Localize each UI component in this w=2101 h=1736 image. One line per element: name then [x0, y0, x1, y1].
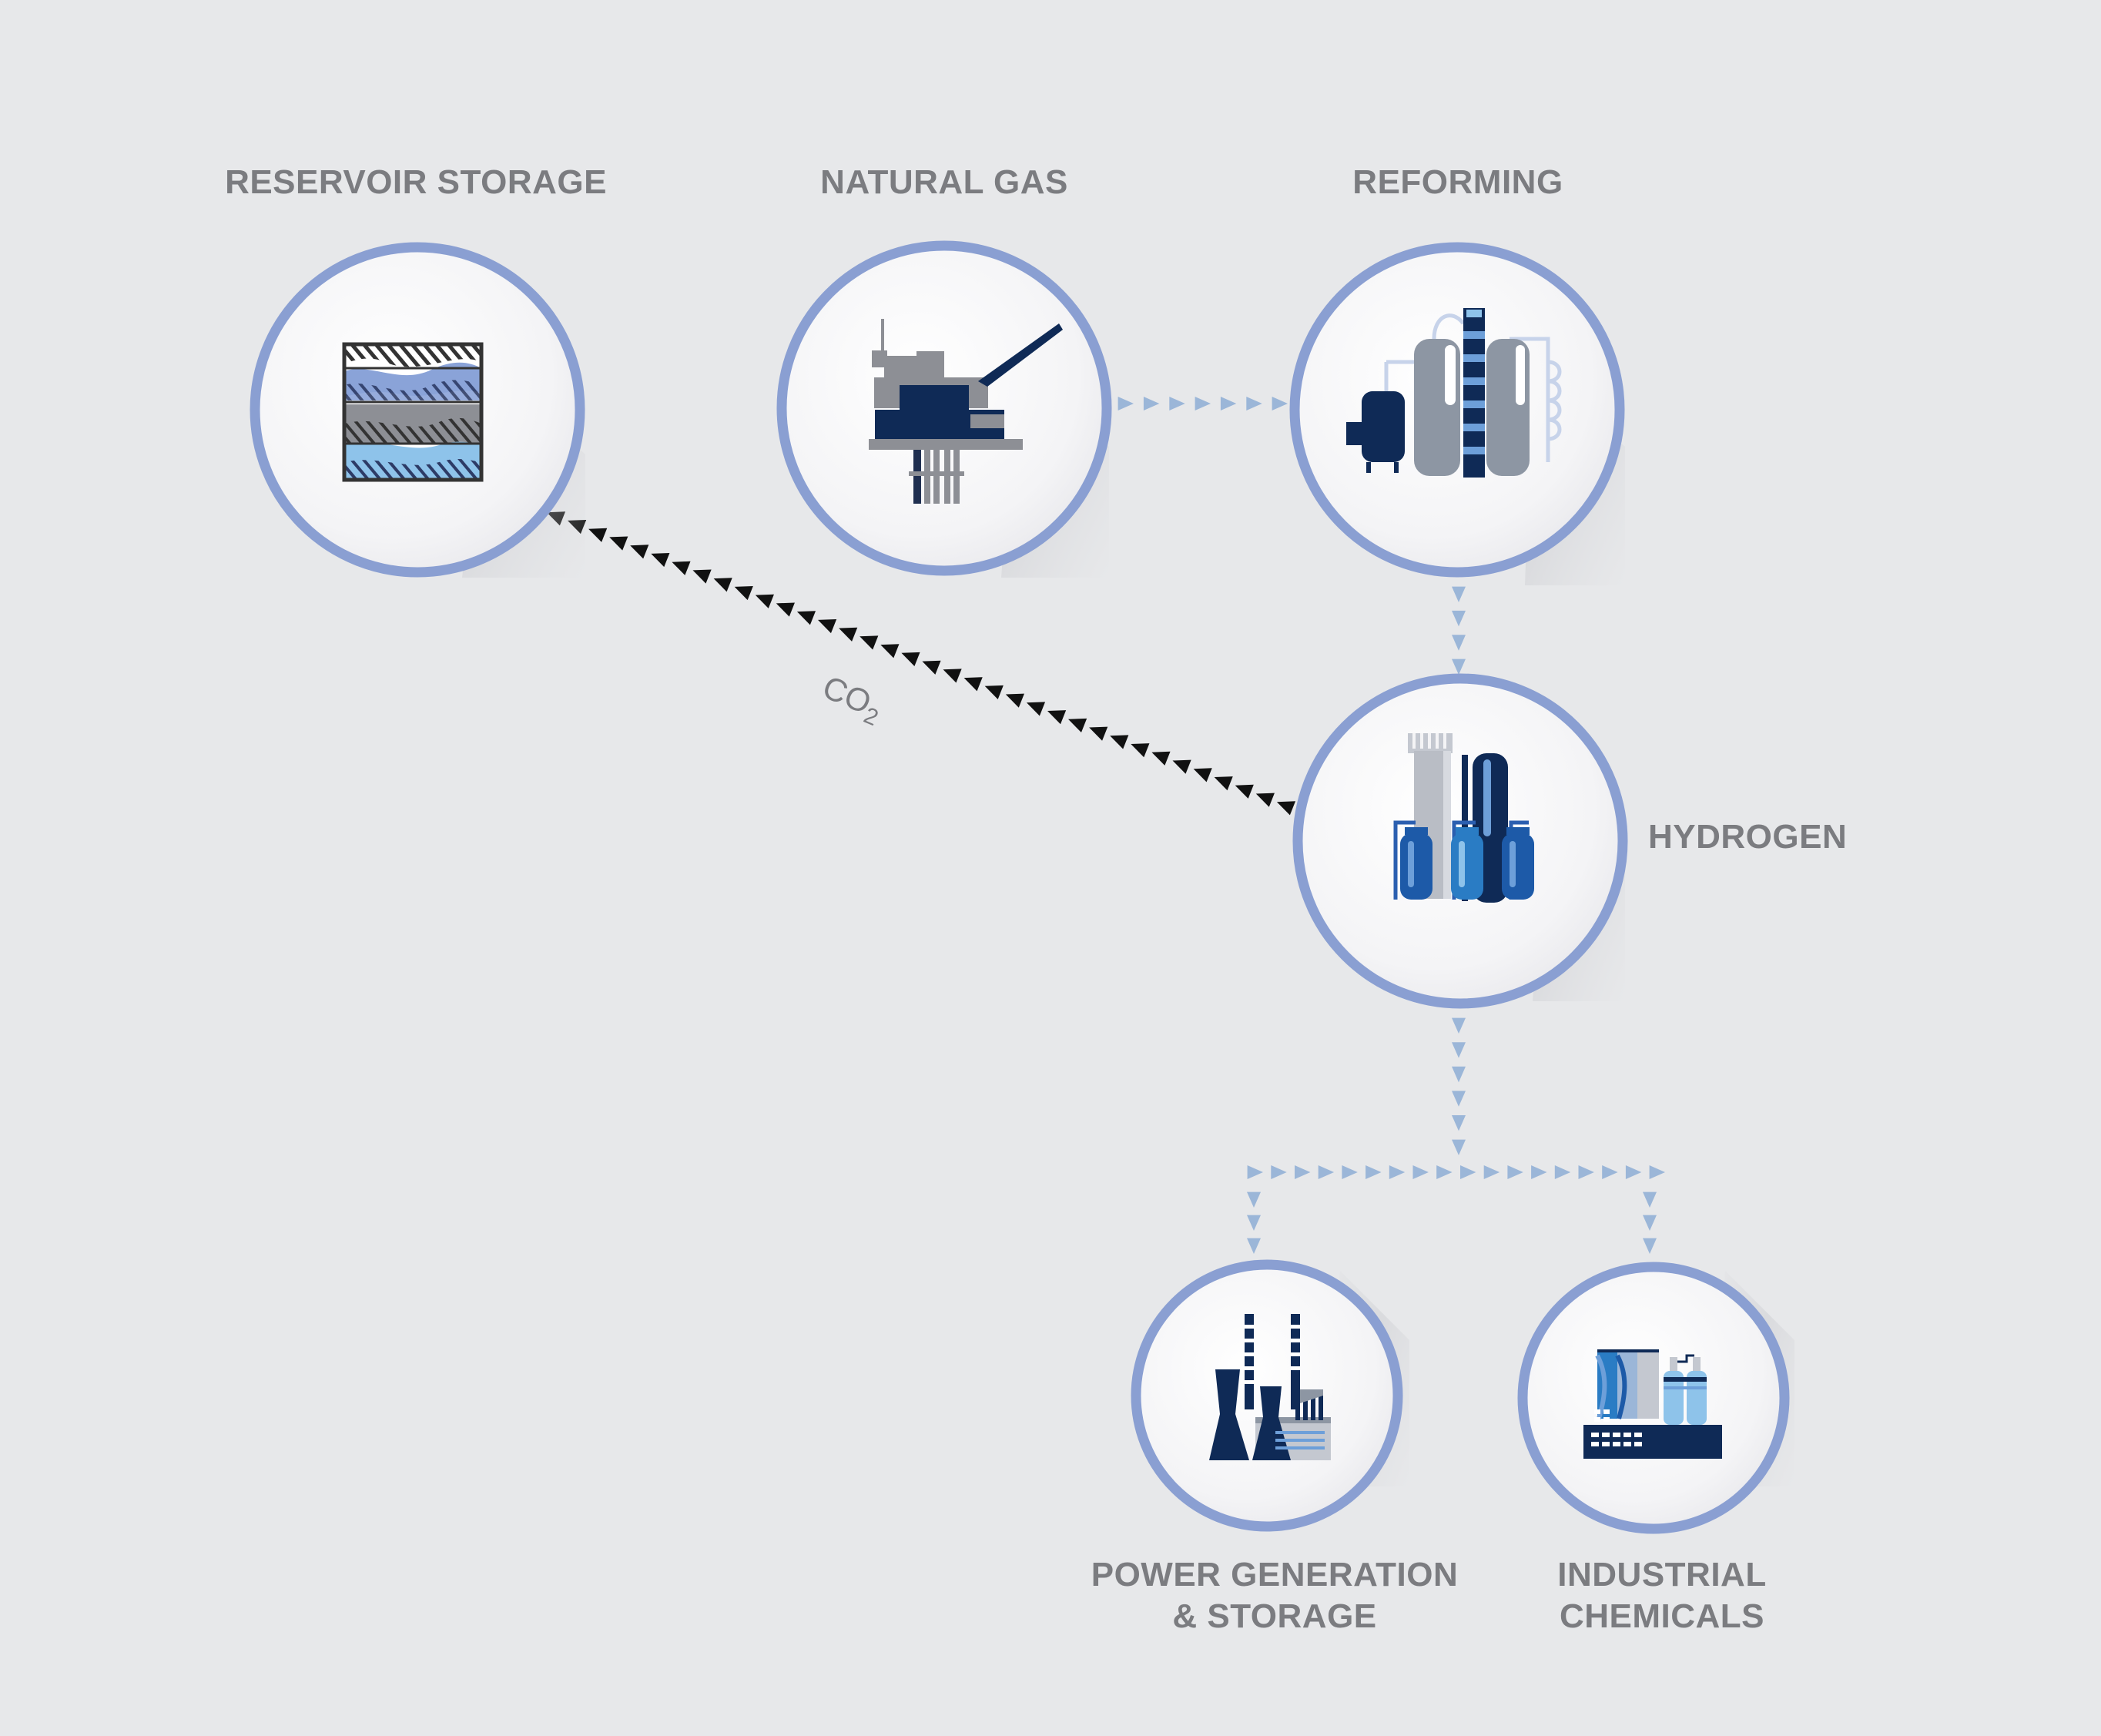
co2-arrow [713, 578, 732, 592]
co2-arrow [672, 561, 691, 575]
flow-arrow [1452, 659, 1466, 675]
co2-arrow [1214, 776, 1233, 791]
flow-arrow [1452, 635, 1466, 651]
flow-arrow [1220, 397, 1237, 411]
flow-arrow [1649, 1165, 1665, 1179]
co2-arrow [630, 545, 649, 559]
flow-arrow [1412, 1165, 1429, 1179]
flow-arrow [1643, 1215, 1657, 1231]
flow-arrow [1452, 1017, 1466, 1034]
hydrogen-plant-icon [1393, 733, 1534, 903]
label-hydrogen: HYDROGEN [1648, 818, 1848, 856]
co2-arrow [839, 627, 858, 642]
offshore-platform-icon [869, 319, 1063, 504]
label-industrial-chemicals: INDUSTRIAL CHEMICALS [1557, 1556, 1767, 1635]
flow-arrow [1531, 1165, 1547, 1179]
co2-arrow [1047, 710, 1067, 725]
flow-arrow [1247, 1215, 1261, 1231]
co2-arrow [943, 669, 962, 683]
co2-arrow [1089, 726, 1108, 741]
co2-arrow [1193, 768, 1212, 783]
flow-arrow [1143, 397, 1160, 411]
co2-arrow [1235, 784, 1254, 799]
flow-arrow [1452, 586, 1466, 602]
flow-arrow [1460, 1165, 1476, 1179]
flow-arrow [1169, 397, 1185, 411]
co2-arrow [609, 536, 628, 551]
flow-arrow [1578, 1165, 1594, 1179]
flow-arrow [1554, 1165, 1571, 1179]
flow-arrow [1602, 1165, 1618, 1179]
flow-arrow [1507, 1165, 1523, 1179]
co2-arrow [755, 594, 774, 608]
node-reforming [1289, 242, 1625, 585]
reforming-plant-icon [1346, 308, 1562, 478]
flow-arrow [1247, 1191, 1261, 1208]
label-power-generation: POWER GENERATION & STORAGE [1091, 1556, 1459, 1635]
node-reservoir-storage [250, 242, 585, 578]
co2-arrow [984, 685, 1004, 700]
flow-arrow [1342, 1165, 1358, 1179]
co2-arrow [1110, 735, 1129, 749]
flow-arrow [1452, 610, 1466, 627]
power-plant-icon [1209, 1314, 1331, 1460]
co2-arrow [1131, 743, 1150, 758]
flow-arrow [1643, 1238, 1657, 1254]
co2-arrow [1151, 751, 1171, 766]
co2-arrow [1255, 793, 1275, 807]
flow-arrow [1452, 1091, 1466, 1107]
flow-arrow [1247, 1238, 1261, 1254]
label-natural-gas: NATURAL GAS [820, 163, 1068, 201]
flow-arrow [1118, 397, 1134, 411]
flow-arrow [1452, 1115, 1466, 1131]
flow-arrow [1318, 1165, 1335, 1179]
node-hydrogen [1292, 673, 1628, 1009]
flow-arrow [1643, 1191, 1657, 1208]
flow-arrow [1271, 1165, 1287, 1179]
co2-arrow [818, 618, 837, 634]
flow-arrow [1452, 1042, 1466, 1058]
flow-arrow [1483, 1165, 1500, 1179]
co2-arrow [1005, 693, 1024, 708]
co2-arrow [651, 552, 670, 568]
node-industrial-chemicals [1517, 1262, 1794, 1534]
co2-arrow [734, 585, 753, 601]
co2-arrow [880, 644, 900, 659]
flow-arrow [1436, 1165, 1453, 1179]
co2-arrow [860, 635, 879, 650]
label-reservoir-storage: RESERVOIR STORAGE [225, 163, 607, 201]
co2-arrow [1172, 759, 1191, 774]
co2-arrow [1276, 801, 1296, 816]
flow-arrow [1247, 1165, 1263, 1179]
flow-arrow [1195, 397, 1211, 411]
flow-arrow [1452, 1139, 1466, 1155]
co2-arrow [796, 611, 816, 625]
label-reforming: REFORMING [1352, 163, 1563, 201]
co2-arrow [776, 602, 795, 617]
flow-arrow [1389, 1165, 1406, 1179]
flow-arrow [1452, 1066, 1466, 1083]
node-natural-gas [776, 240, 1112, 578]
co2-arrow [1068, 718, 1087, 733]
co2-arrow [963, 677, 983, 692]
flow-arrow [1246, 397, 1262, 411]
co2-arrow [901, 652, 920, 667]
flow-arrow [1295, 1165, 1311, 1179]
co2-arrow [692, 569, 712, 584]
chemical-plant-icon [1583, 1349, 1722, 1459]
flow-arrow [1625, 1165, 1642, 1179]
node-power-generation [1131, 1259, 1409, 1532]
co2-arrow [1026, 702, 1046, 716]
flow-arrows [1118, 397, 1665, 1254]
co2-arrow [588, 528, 608, 542]
flow-arrow [1272, 397, 1288, 411]
flow-arrow [1365, 1165, 1382, 1179]
reservoir-strata-icon [342, 342, 484, 482]
co2-arrow [922, 660, 941, 675]
